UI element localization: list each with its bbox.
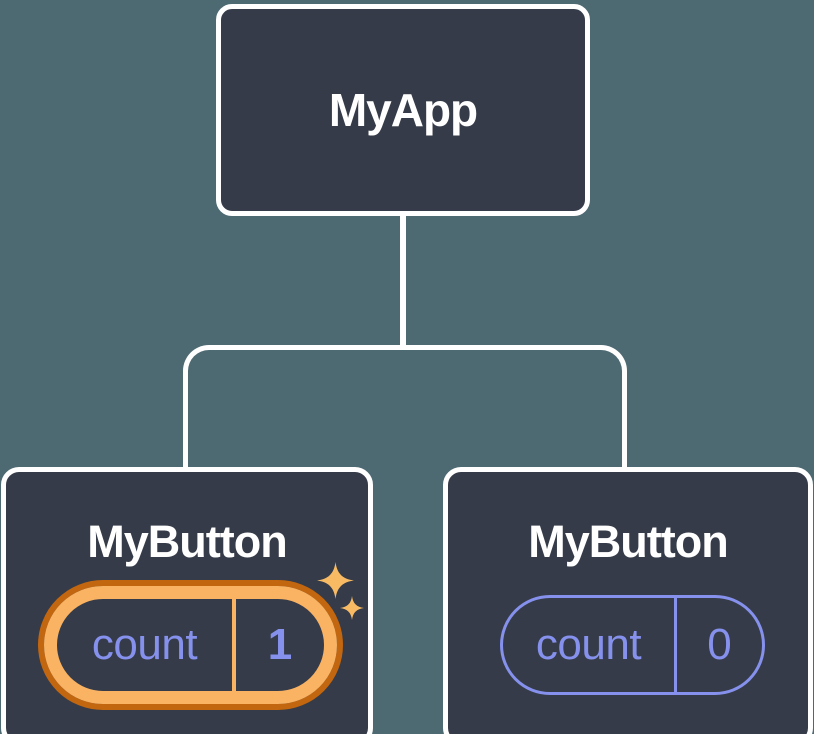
state-key-section: count: [57, 599, 232, 691]
sparkle-icon: [340, 596, 364, 620]
state-value: 1: [267, 620, 293, 669]
state-pill-highlighted-inner: count 1: [44, 586, 337, 704]
state-value-section: 1: [232, 599, 324, 691]
node-myapp-label: MyApp: [328, 84, 478, 136]
sparkle-icon: [317, 562, 354, 599]
node-mybutton-right: MyButton count 0: [443, 467, 813, 734]
connector-bracket: [183, 345, 627, 472]
node-mybutton-left-label: MyButton: [87, 516, 287, 567]
state-value: 0: [707, 620, 732, 669]
node-mybutton-right-label: MyButton: [528, 516, 728, 567]
state-key-label: count: [535, 620, 642, 669]
state-key-label: count: [91, 620, 198, 669]
node-myapp: MyApp: [216, 4, 590, 216]
node-mybutton-left: MyButton count 1: [1, 467, 373, 734]
connector-stem: [400, 212, 406, 350]
state-pill-highlighted: count 1: [38, 580, 343, 710]
state-pill: count 0: [500, 595, 765, 695]
state-key-section: count: [503, 598, 674, 692]
state-value-section: 0: [674, 598, 762, 692]
